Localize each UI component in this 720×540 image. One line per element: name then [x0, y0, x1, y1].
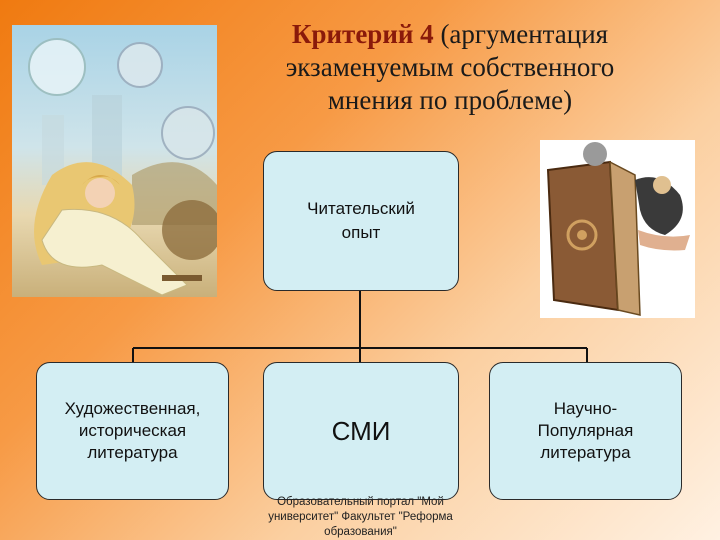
title-criterion: Критерий 4	[291, 19, 434, 49]
box-popular-science-label: Научно- Популярная литература	[537, 399, 634, 462]
box-media: СМИ	[263, 362, 459, 500]
box-fiction-literature: Художественная, историческая литература	[36, 362, 229, 500]
illustration-magic-book	[540, 140, 695, 318]
title-description: (аргументация экзаменуемым собственного …	[285, 19, 615, 115]
box-reader-experience: Читательский опыт	[263, 151, 459, 291]
box-popular-science: Научно- Популярная литература	[489, 362, 682, 500]
book-illustration	[546, 142, 690, 316]
slide-title: Критерий 4 (аргументация экзаменуемым со…	[240, 18, 660, 117]
illustration-girl-with-spheres	[12, 25, 217, 297]
footer-source: Образовательный портал "Мой университет"…	[268, 496, 453, 538]
fantasy-illustration	[28, 38, 217, 296]
box-fiction-literature-label: Художественная, историческая литература	[64, 399, 201, 462]
box-reader-experience-label: Читательский опыт	[307, 199, 415, 242]
box-media-label: СМИ	[331, 415, 391, 446]
